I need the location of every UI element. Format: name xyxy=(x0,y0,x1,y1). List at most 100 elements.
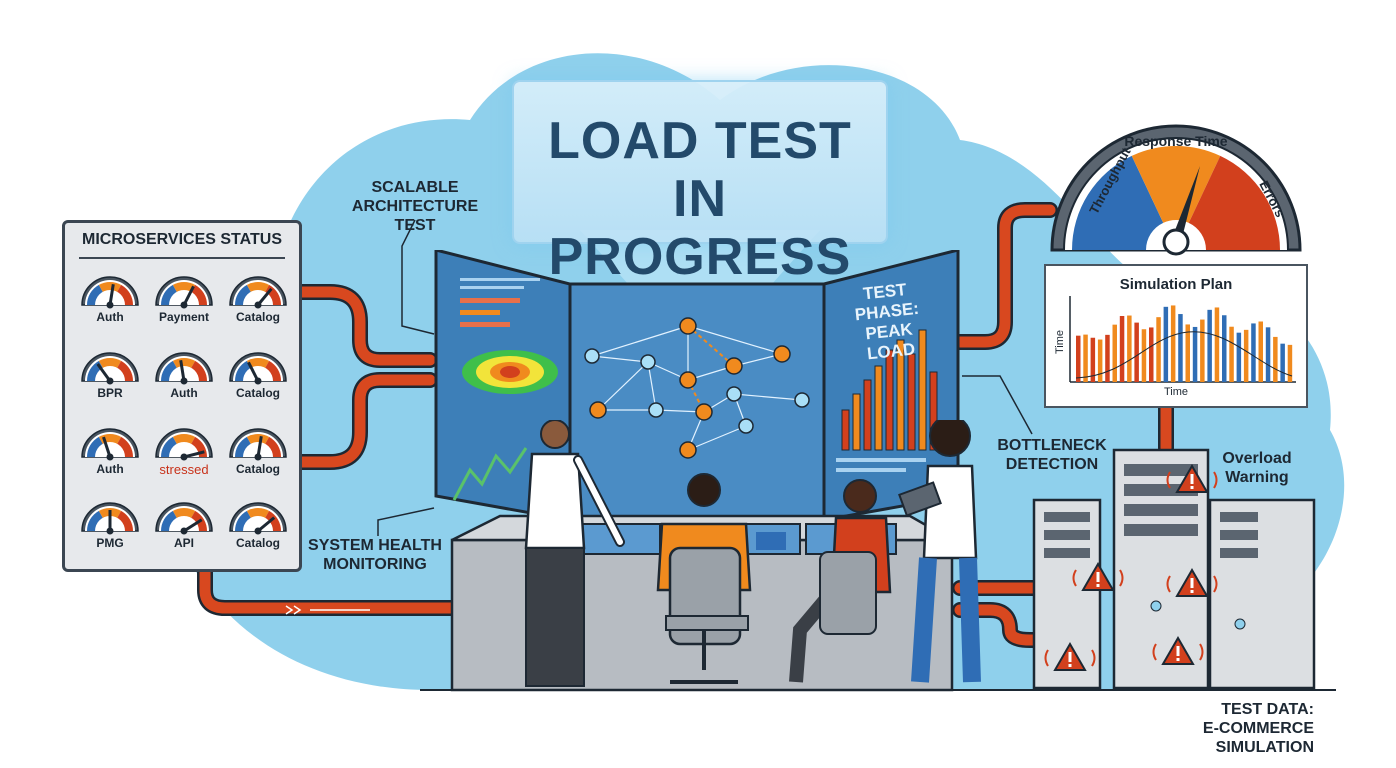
plan-bar xyxy=(1127,315,1132,382)
gauge-icon xyxy=(229,352,287,385)
plan-bar xyxy=(1083,334,1088,382)
screen-bar xyxy=(885,349,894,451)
gauge-needle xyxy=(256,287,273,306)
person-standing-right xyxy=(898,420,981,683)
performance-gauge: Throughput Response Time Errors xyxy=(1050,124,1302,256)
simulation-plan-xlabel: Time xyxy=(1163,386,1189,398)
callout-overload: Overload Warning xyxy=(1222,450,1292,486)
plan-bar xyxy=(1105,334,1110,382)
plan-bar xyxy=(1258,321,1263,382)
service-gauge: API xyxy=(147,495,221,567)
plan-bar xyxy=(1287,344,1293,382)
left-screen-bars xyxy=(460,278,540,327)
simulation-plan-panel: Simulation Plan Time Time xyxy=(1044,264,1308,408)
gauge-label: Auth xyxy=(96,462,124,476)
gauge-label: stressed xyxy=(159,462,209,477)
plan-bar xyxy=(1163,306,1169,382)
service-gauge: stressed xyxy=(147,421,221,493)
callout-bottleneck: BOTTLENECK DETECTION xyxy=(997,437,1107,473)
gauge-needle xyxy=(247,361,260,382)
gauge-segment-throughput xyxy=(1072,155,1164,250)
gauge-needle xyxy=(108,284,115,306)
plan-bar xyxy=(1265,327,1271,382)
monitor-wall xyxy=(434,250,960,522)
callout-scalable: SCALABLE ARCHITECTURE TEST xyxy=(351,179,479,234)
plan-bar xyxy=(1192,326,1198,382)
callout-line-bottleneck xyxy=(962,375,1033,435)
simulation-plan-ylabel: Time xyxy=(1054,329,1067,355)
service-gauge: Catalog xyxy=(221,345,295,417)
gauge-icon xyxy=(81,428,139,461)
gauge-icon xyxy=(81,502,139,535)
plan-bar xyxy=(1090,337,1096,382)
callout-line-scalable xyxy=(401,219,435,335)
gauge-icon xyxy=(155,428,213,461)
screen-bar xyxy=(841,409,850,451)
gauge-label: Auth xyxy=(96,310,124,324)
control-room xyxy=(450,420,981,692)
plan-bar xyxy=(1273,336,1278,382)
plan-bar xyxy=(1243,329,1249,382)
screen-bar xyxy=(907,353,916,451)
gauge-label-response: Response Time xyxy=(1124,133,1227,149)
plan-bar xyxy=(1200,319,1205,382)
person-seated-center xyxy=(656,473,752,684)
service-gauge: BPR xyxy=(73,345,147,417)
gauge-segment-errors xyxy=(1188,155,1280,250)
gauge-icon xyxy=(229,276,287,309)
gauge-icon xyxy=(81,352,139,385)
service-gauge: Auth xyxy=(73,421,147,493)
plan-bar xyxy=(1229,326,1234,382)
screen-bar xyxy=(852,393,861,451)
plan-bar xyxy=(1112,324,1117,382)
screen-bar xyxy=(896,339,905,451)
plan-bar xyxy=(1251,323,1256,382)
gauge-icon xyxy=(229,428,287,461)
person-seated-right xyxy=(789,479,892,683)
gauge-icon xyxy=(155,276,213,309)
heatmap xyxy=(462,350,558,394)
server-right xyxy=(1208,498,1316,690)
plan-bar xyxy=(1222,315,1227,382)
screen-bar xyxy=(874,365,883,451)
gauge-icon xyxy=(81,276,139,309)
plan-bar xyxy=(1214,307,1220,382)
screen-bar xyxy=(918,329,927,451)
simulation-plan-chart xyxy=(1069,296,1296,383)
gauge-needle xyxy=(1172,166,1200,238)
gauge-label: Catalog xyxy=(235,386,280,400)
right-screen-bars xyxy=(841,329,938,451)
network-nodes xyxy=(584,317,810,459)
plan-bar xyxy=(1178,314,1183,382)
callout-health: SYSTEM HEALTH MONITORING xyxy=(308,537,442,573)
left-screen-sparkline xyxy=(452,447,528,501)
screen-bar xyxy=(863,379,872,451)
gauge-needle xyxy=(182,285,195,306)
service-gauge: Catalog xyxy=(221,421,295,493)
warning-icon xyxy=(1152,635,1204,665)
simulation-plan-bars xyxy=(1076,305,1293,382)
warning-icon xyxy=(1044,641,1096,671)
screen-bar xyxy=(929,371,938,451)
test-phase-label: TEST PHASE: PEAK LOAD xyxy=(834,277,942,367)
plan-bar xyxy=(1119,316,1125,382)
gauge-icon xyxy=(229,502,287,535)
person-standing-left xyxy=(524,420,625,687)
plan-bar xyxy=(1170,305,1176,382)
gauge-needle xyxy=(96,363,112,382)
plan-bar xyxy=(1076,335,1081,382)
warning-icon xyxy=(1072,561,1124,591)
plan-bar xyxy=(1185,324,1190,382)
panel-divider xyxy=(79,257,285,259)
service-gauge: Auth xyxy=(147,345,221,417)
plan-bar xyxy=(1134,322,1139,382)
service-gauge: Payment xyxy=(147,269,221,341)
service-gauge: PMG xyxy=(73,495,147,567)
gauge-needle xyxy=(102,436,112,458)
gauge-label: Catalog xyxy=(235,310,280,324)
plan-bar xyxy=(1149,327,1154,382)
gauge-icon xyxy=(155,502,213,535)
gauge-label: BPR xyxy=(97,386,123,400)
service-gauge: Auth xyxy=(73,269,147,341)
